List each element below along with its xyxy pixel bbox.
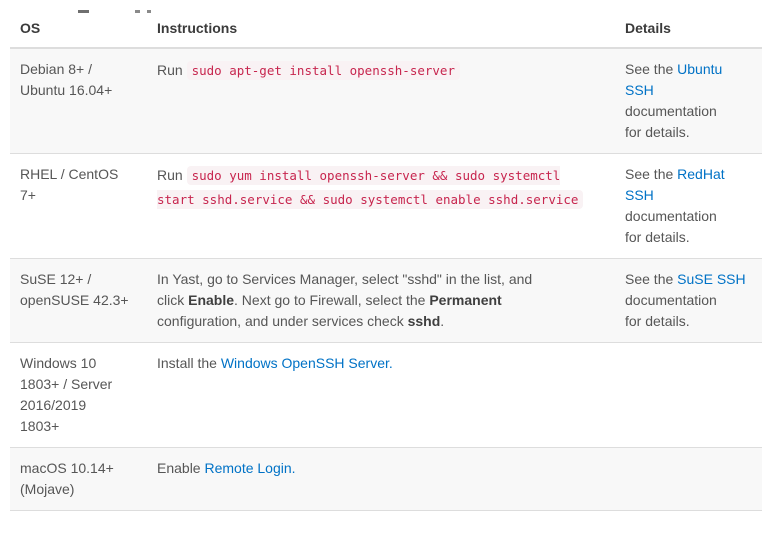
bold-enable: Enable — [188, 292, 235, 308]
instruction-text: Enable — [157, 460, 205, 476]
instruction-text: . Next go to Firewall, select the — [234, 292, 430, 308]
col-header-os: OS — [10, 10, 147, 49]
ubuntu-ssh-doc-link[interactable]: Ubuntu SSH — [625, 61, 723, 98]
instructions-cell: Enable Remote Login. — [147, 447, 615, 511]
details-cell — [615, 447, 762, 511]
instructions-cell: In Yast, go to Services Manager, select … — [147, 258, 615, 343]
details-text: documentation for details. — [625, 208, 717, 245]
os-cell: Debian 8+ / Ubuntu 16.04+ — [10, 48, 147, 154]
redhat-ssh-doc-link[interactable]: RedHat SSH — [625, 166, 725, 203]
table-row-rhel-centos: RHEL / CentOS 7+Run sudo yum install ope… — [10, 153, 762, 259]
bold-permanent: Permanent — [429, 292, 502, 308]
details-text: See the — [625, 271, 678, 287]
details-cell: See the RedHat SSH documentation for det… — [615, 153, 762, 259]
instruction-text: Install the — [157, 355, 221, 371]
table-row-suse: SuSE 12+ / openSUSE 42.3+ In Yast, go to … — [10, 258, 762, 343]
clipped-heading-fragment — [78, 10, 89, 13]
details-text: documentation for details. — [625, 292, 717, 329]
instructions-cell: Install the Windows OpenSSH Server. — [147, 342, 615, 448]
instructions-cell: Run sudo apt-get install openssh-server — [147, 48, 615, 154]
details-cell: See the SuSE SSH documentation for detai… — [615, 258, 762, 343]
details-cell — [615, 342, 762, 448]
instruction-text: Run — [157, 62, 187, 78]
os-cell: RHEL / CentOS 7+ — [10, 153, 147, 259]
instructions-cell: Run sudo yum install openssh-server && s… — [147, 153, 615, 259]
os-cell: macOS 10.14+ (Mojave) — [10, 447, 147, 511]
clipped-heading-fragment — [147, 10, 151, 13]
details-text: See the — [625, 166, 678, 182]
bold-sshd: sshd — [407, 313, 441, 329]
table-row-macos: macOS 10.14+ (Mojave)Enable Remote Login… — [10, 447, 762, 511]
instruction-text: In Yast, go to Services Manager, select … — [157, 271, 533, 308]
table-row-windows: Windows 10 1803+ / Server 2016/2019 1803… — [10, 342, 762, 448]
inline-code: sudo apt-get install openssh-server — [186, 61, 460, 80]
os-cell: Windows 10 1803+ / Server 2016/2019 1803… — [10, 342, 147, 448]
col-header-details: Details — [615, 10, 762, 49]
remote-login-link[interactable]: Remote Login. — [204, 460, 296, 476]
details-text: documentation for details. — [625, 103, 717, 140]
inline-code: sudo yum install openssh-server && sudo … — [157, 166, 584, 209]
os-cell: SuSE 12+ / openSUSE 42.3+ — [10, 258, 147, 343]
instruction-text: . — [440, 313, 445, 329]
instruction-text: configuration, and under services check — [157, 313, 404, 329]
windows-openssh-server-link[interactable]: Windows OpenSSH Server. — [220, 355, 393, 371]
details-text: See the — [625, 61, 678, 77]
suse-ssh-doc-link[interactable]: SuSE SSH — [677, 271, 746, 287]
clipped-heading-fragment — [135, 10, 140, 13]
instruction-text: Run — [157, 167, 187, 183]
details-cell: See the Ubuntu SSH documentation for det… — [615, 48, 762, 154]
table-row-debian-ubuntu: Debian 8+ / Ubuntu 16.04+Run sudo apt-ge… — [10, 48, 762, 154]
col-header-instructions: Instructions — [147, 10, 615, 49]
